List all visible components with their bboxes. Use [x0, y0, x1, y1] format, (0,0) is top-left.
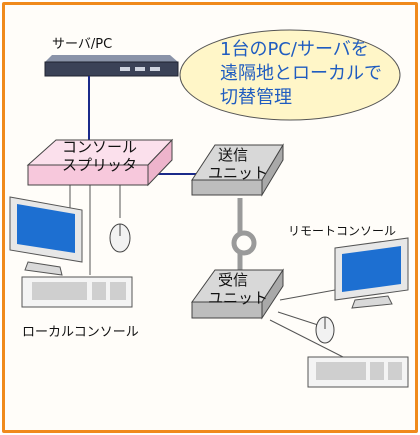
- splitter-label-line2: スプリッタ: [62, 156, 138, 174]
- local-keyboard-icon: [21, 276, 133, 308]
- splitter-label-line1: コンソール: [62, 138, 138, 156]
- sender-label-line1: 送信: [218, 146, 249, 164]
- callout-text: 1台のPC/サーバを 遠隔地とローカルで 切替管理: [220, 38, 390, 110]
- local-cables: [69, 185, 346, 359]
- console-splitter: [26, 138, 174, 187]
- receiver-label-line1: 受信: [218, 271, 249, 289]
- local-console-label: ローカルコンソール: [22, 325, 139, 340]
- remote-console-label: リモートコンソール: [288, 224, 397, 238]
- local-mouse-icon: [109, 223, 131, 253]
- receiver-unit: [191, 268, 284, 320]
- sender-label-line2: ユニット: [208, 164, 269, 182]
- server-label: サーバ/PC: [52, 37, 113, 52]
- receiver-label-line2: ユニット: [208, 289, 269, 307]
- local-monitor-icon: [9, 196, 83, 276]
- remote-monitor-icon: [334, 237, 409, 309]
- callout-line3: 切替管理: [220, 87, 292, 108]
- link-cable: [231, 198, 257, 275]
- remote-keyboard-icon: [307, 356, 409, 388]
- callout-bubble: [179, 29, 401, 121]
- sender-unit: [191, 143, 284, 197]
- remote-mouse-icon: [315, 316, 335, 344]
- callout-line2: 遠隔地とローカルで: [220, 63, 382, 84]
- callout-line1: 1台のPC/サーバを: [220, 39, 369, 60]
- server-device: [44, 55, 179, 77]
